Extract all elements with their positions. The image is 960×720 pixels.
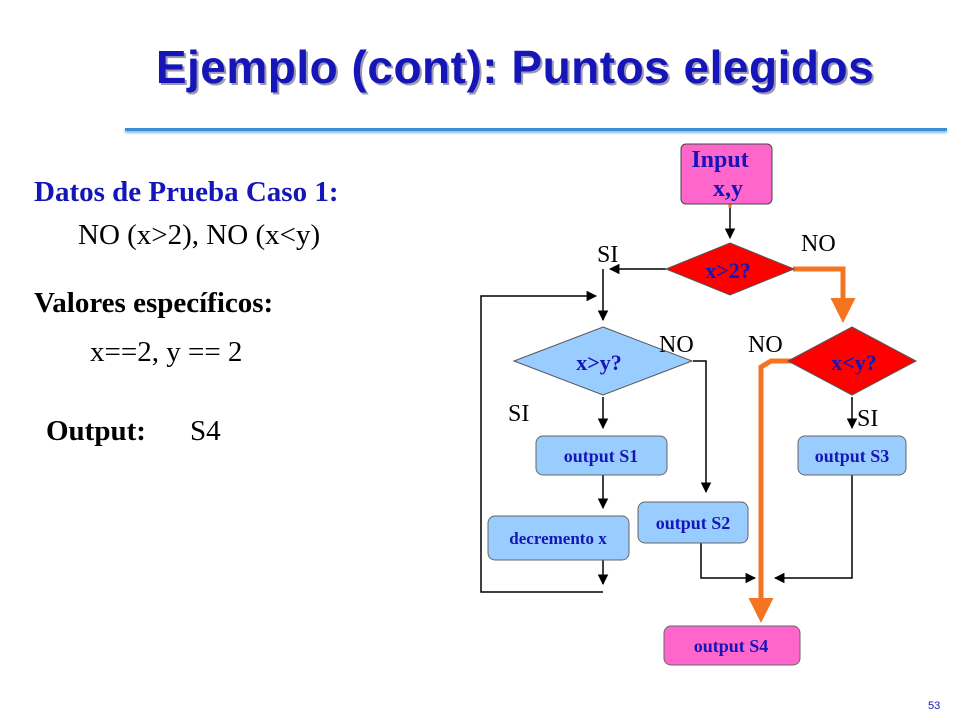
label-si-d1: SI bbox=[597, 242, 618, 268]
values-heading: Valores específicos: bbox=[34, 287, 274, 319]
output-s3-box: output S3 bbox=[797, 435, 907, 476]
highlight-d1-no bbox=[793, 266, 856, 323]
output-s2-box: output S2 bbox=[637, 501, 749, 544]
dec-label: decremento x bbox=[509, 529, 607, 548]
label-si-d3: SI bbox=[857, 406, 878, 432]
arrow-d2-no-to-s2 bbox=[693, 360, 712, 494]
output-s4-box: output S4 bbox=[663, 625, 801, 666]
values-value: x==2, y == 2 bbox=[90, 336, 243, 368]
loop-back-line bbox=[480, 290, 603, 593]
label-si-d2: SI bbox=[508, 401, 529, 427]
label-no-d2: NO bbox=[659, 332, 694, 358]
label-no-d3: NO bbox=[748, 332, 783, 358]
output-label: Output: bbox=[46, 415, 146, 447]
d2-label: x>y? bbox=[576, 350, 622, 375]
output-value: S4 bbox=[190, 415, 221, 447]
s3-label: output S3 bbox=[815, 446, 890, 466]
input-label-1: Input bbox=[691, 147, 748, 173]
s2-label: output S2 bbox=[656, 513, 731, 533]
s4-label: output S4 bbox=[694, 636, 769, 656]
d3-label: x<y? bbox=[831, 350, 877, 375]
arrow-s2-to-join bbox=[700, 543, 757, 584]
highlight-d3-no bbox=[748, 358, 825, 623]
arrow-s3-to-join bbox=[773, 475, 853, 584]
slide-number: 53 bbox=[928, 700, 941, 712]
slide-title: Ejemplo (cont): Puntos elegidos bbox=[155, 41, 875, 93]
case-value: NO (x>2), NO (x<y) bbox=[78, 219, 321, 251]
label-no-d1: NO bbox=[801, 231, 836, 257]
title-divider bbox=[125, 128, 947, 131]
input-box: Input x,y bbox=[680, 143, 773, 205]
decision-x-gt-y: x>y? bbox=[512, 326, 694, 396]
connector-lines bbox=[480, 201, 858, 593]
input-label-2: x,y bbox=[713, 176, 743, 202]
decision-x-lt-y: x<y? bbox=[786, 326, 918, 396]
output-s1-box: output S1 bbox=[535, 435, 668, 476]
d1-label: x>2? bbox=[705, 258, 751, 283]
s1-label: output S1 bbox=[564, 446, 639, 466]
decision-x-gt-2: x>2? bbox=[664, 242, 796, 296]
decrement-box: decremento x bbox=[487, 515, 630, 561]
case-heading: Datos de Prueba Caso 1: bbox=[34, 176, 339, 208]
